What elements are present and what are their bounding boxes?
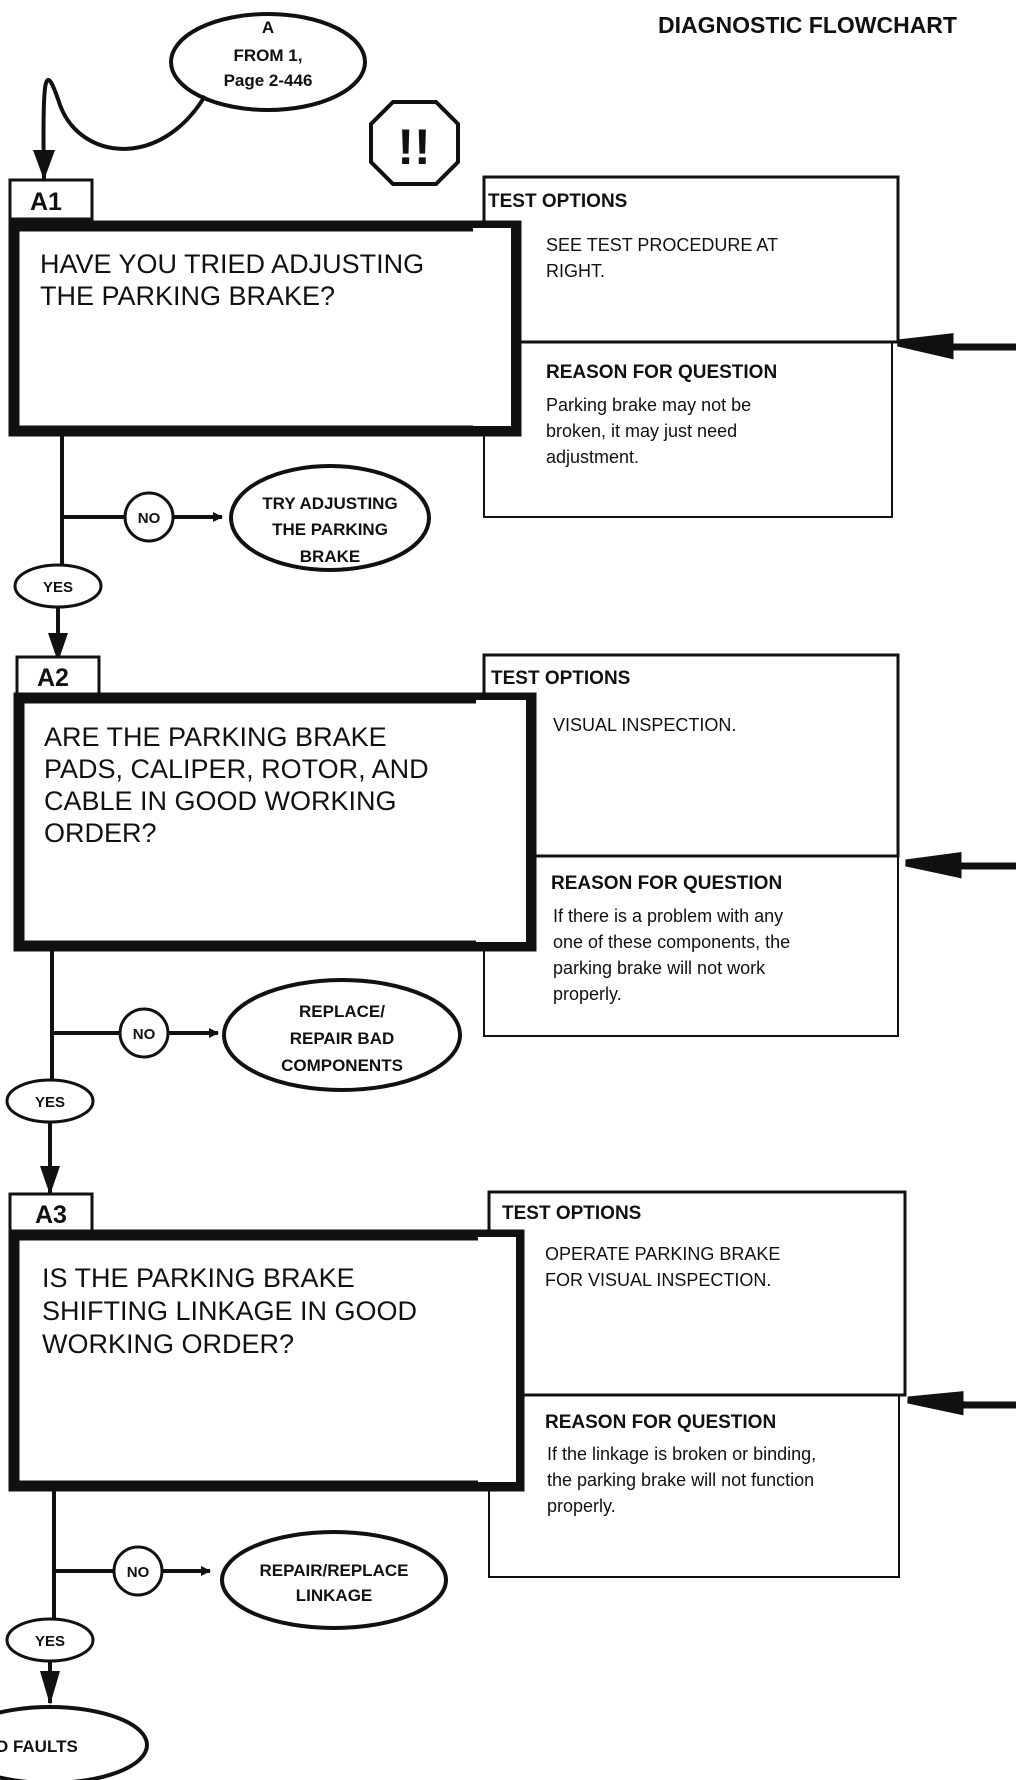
question-box-a1 [8, 220, 522, 437]
reason-a1-line-2: broken, it may just need [546, 421, 737, 441]
no-action-oval-a3 [220, 1530, 448, 1630]
step-tag-box-a1 [8, 178, 94, 221]
test-procedure-arrow-a3 [907, 1391, 1016, 1416]
reason-a2-line-2: one of these components, the [553, 932, 790, 952]
yes-label-a3: YES [35, 1633, 65, 1650]
test-options-a3-line-2: FOR VISUAL INSPECTION. [545, 1270, 771, 1290]
no-action-a1-line-3: BRAKE [300, 547, 360, 566]
question-a2-line-2: PADS, CALIPER, ROTOR, AND [44, 754, 429, 784]
reason-header-a2: REASON FOR QUESTION [551, 873, 782, 894]
question-a3-line-2: SHIFTING LINKAGE IN GOOD [42, 1296, 417, 1326]
entry-connector-line-3: Page 2-446 [224, 71, 313, 90]
panel-mask-a2 [476, 700, 526, 942]
test-options-a2-line-1: VISUAL INSPECTION. [553, 715, 736, 735]
question-a1-line-2: THE PARKING BRAKE? [40, 281, 335, 311]
test-options-a1-line-1: SEE TEST PROCEDURE AT [546, 235, 778, 255]
question-box-a2 [13, 692, 537, 952]
reason-a3-line-2: the parking brake will not function [547, 1470, 814, 1490]
no-action-a3-line-1: REPAIR/REPLACE [260, 1561, 409, 1580]
caution-symbol: !! [397, 119, 430, 175]
no-label-a1: NO [138, 510, 161, 527]
no-label-a3: NO [127, 1564, 150, 1581]
yes-label-a2: YES [35, 1094, 65, 1111]
step-tag-box-a2 [15, 655, 101, 697]
caution-octagon-icon [369, 100, 460, 186]
entry-connector-line-2: FROM 1, [234, 46, 303, 65]
question-a1-line-1: HAVE YOU TRIED ADJUSTING [40, 249, 424, 279]
yes-label-a1: YES [43, 579, 73, 596]
reason-header-a1: REASON FOR QUESTION [546, 362, 777, 383]
question-a2-line-1: ARE THE PARKING BRAKE [44, 722, 387, 752]
reason-a1-line-1: Parking brake may not be [546, 395, 751, 415]
question-a3-line-3: WORKING ORDER? [42, 1329, 294, 1359]
question-box-a3 [8, 1229, 525, 1492]
entry-flow-line [41, 78, 207, 181]
no-action-a2-line-2: REPAIR BAD [290, 1029, 395, 1048]
reason-a2-line-1: If there is a problem with any [553, 906, 783, 926]
no-action-a1-line-2: THE PARKING [272, 520, 388, 539]
reason-a2-line-4: properly. [553, 984, 622, 1004]
test-options-header-a3: TEST OPTIONS [502, 1203, 641, 1224]
question-a2-line-4: ORDER? [44, 818, 157, 848]
reason-a2-line-3: parking brake will not work [553, 958, 766, 978]
no-action-a1-line-1: TRY ADJUSTING [262, 494, 397, 513]
test-procedure-arrow-a1 [897, 333, 1016, 360]
yes-arrowhead-a3 [40, 1671, 60, 1705]
reason-header-a3: REASON FOR QUESTION [545, 1412, 776, 1433]
step-tag-a3: A3 [35, 1201, 67, 1229]
question-a2-line-3: CABLE IN GOOD WORKING [44, 786, 397, 816]
entry-connector-line-1: A [262, 18, 274, 37]
no-action-oval-a1 [229, 464, 431, 572]
reason-a3-line-3: properly. [547, 1496, 616, 1516]
reason-a1-line-3: adjustment. [546, 447, 639, 467]
yes-arrowhead-a2 [40, 1166, 60, 1195]
no-action-a3-line-2: LINKAGE [296, 1586, 373, 1605]
reason-panel-a3 [488, 1394, 900, 1578]
no-action-a2-line-3: COMPONENTS [281, 1056, 403, 1075]
terminal-oval [0, 1705, 149, 1780]
reason-panel-a2 [483, 855, 899, 1037]
entry-arrowhead [33, 150, 55, 180]
step-tag-a2: A2 [37, 664, 69, 692]
question-a3-line-1: IS THE PARKING BRAKE [42, 1263, 355, 1293]
test-options-header-a2: TEST OPTIONS [491, 668, 630, 689]
test-options-header-a1: TEST OPTIONS [488, 191, 627, 212]
reason-panel-a1 [483, 341, 893, 518]
entry-connector-oval [169, 12, 367, 112]
step-tag-a1: A1 [30, 188, 62, 216]
no-action-oval-a2 [222, 978, 462, 1092]
test-options-a3-line-1: OPERATE PARKING BRAKE [545, 1244, 780, 1264]
panel-mask-a1 [473, 228, 511, 426]
test-procedure-arrow-a2 [905, 851, 1016, 879]
no-action-a2-line-1: REPLACE/ [299, 1002, 385, 1021]
page-title: DIAGNOSTIC FLOWCHART [658, 12, 957, 38]
no-label-a2: NO [133, 1026, 156, 1043]
panel-mask-a3 [478, 1237, 516, 1482]
test-options-a1-line-2: RIGHT. [546, 261, 605, 281]
terminal-label: O FAULTS [0, 1737, 78, 1756]
reason-a3-line-1: If the linkage is broken or binding, [547, 1444, 816, 1464]
yes-arrowhead-a1 [48, 633, 68, 662]
